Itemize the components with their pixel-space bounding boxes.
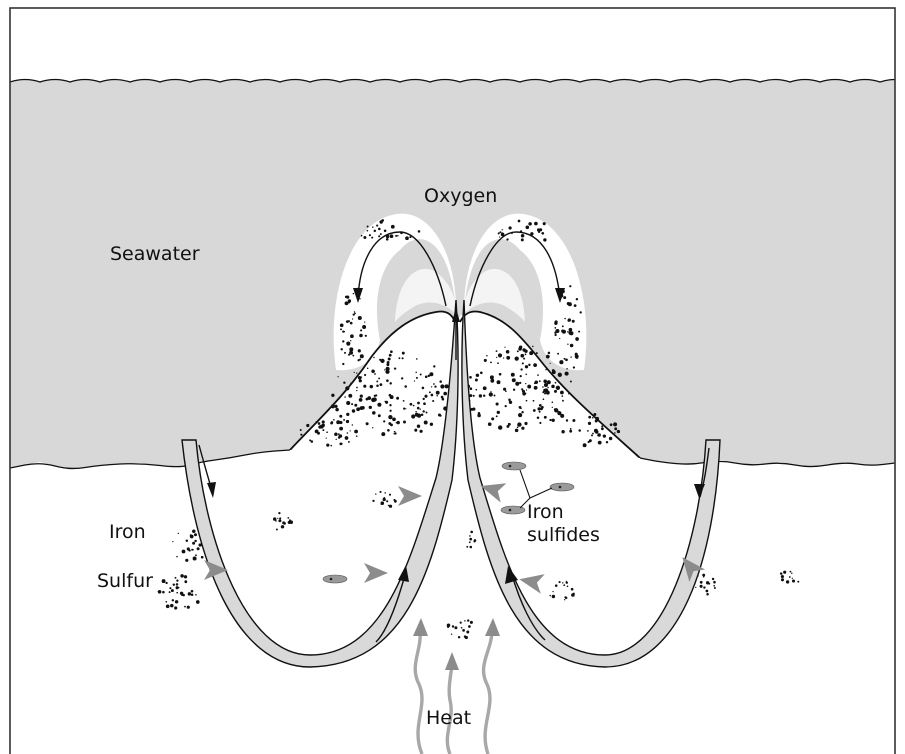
iron-sulfides-label-line2: sulfides [527,524,600,546]
oxygen-label: Oxygen [424,185,497,207]
iron-sulfides-label-line1: Iron [527,501,564,523]
iron-label: Iron [109,521,146,543]
seawater-label: Seawater [110,243,200,265]
sulfur-label: Sulfur [97,570,153,592]
heat-label: Heat [426,707,471,729]
